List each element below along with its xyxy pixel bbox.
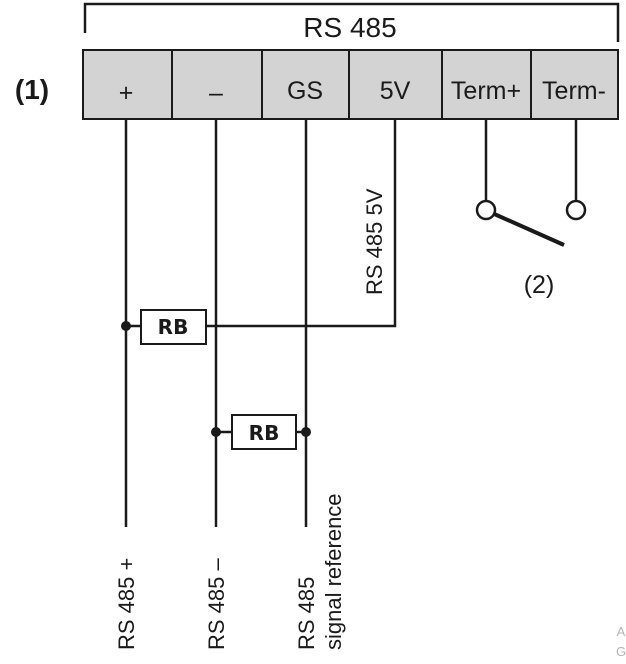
terminal-term-minus: Term- (542, 77, 606, 105)
terminal-block-frame (82, 49, 619, 120)
bus-title: RS 485 (303, 12, 396, 43)
terminal-plus: + (119, 79, 134, 107)
callout-terminal-block: (1) (15, 74, 49, 105)
label-rs485-reference-line2: signal reference (321, 493, 346, 650)
label-rs485-plus: RS 485 + (114, 558, 139, 650)
switch-contact-right (565, 199, 587, 221)
terminal-block: + – GS 5V Term+ Term- (82, 49, 619, 120)
bus-bracket (83, 2, 620, 42)
terminal-gs: GS (287, 77, 323, 105)
wire-5v (206, 119, 397, 328)
callout-switch: (2) (524, 271, 555, 299)
junction-dot (301, 427, 311, 437)
terminal-term-plus: Term+ (451, 77, 521, 105)
label-rs485-5v: RS 485 5V (362, 188, 387, 295)
terminal-5v: 5V (380, 77, 411, 105)
switch-contact-left (475, 199, 497, 221)
terminal-minus: – (209, 79, 223, 107)
bias-resistor-gs (231, 414, 297, 450)
termination-switch (475, 119, 587, 247)
corner-mark: A (617, 624, 626, 639)
switch-blade (491, 211, 565, 247)
junction-dot (211, 427, 221, 437)
label-rs485-minus: RS 485 – (204, 558, 229, 650)
junction-dot (121, 321, 131, 331)
bias-resistor-5v (140, 309, 207, 345)
corner-mark: G (616, 644, 626, 659)
bias-resistor-gs-label: RB (249, 421, 280, 445)
bias-resistor-5v-label: RB (158, 315, 189, 339)
label-rs485-reference-line1: RS 485 (294, 577, 319, 650)
